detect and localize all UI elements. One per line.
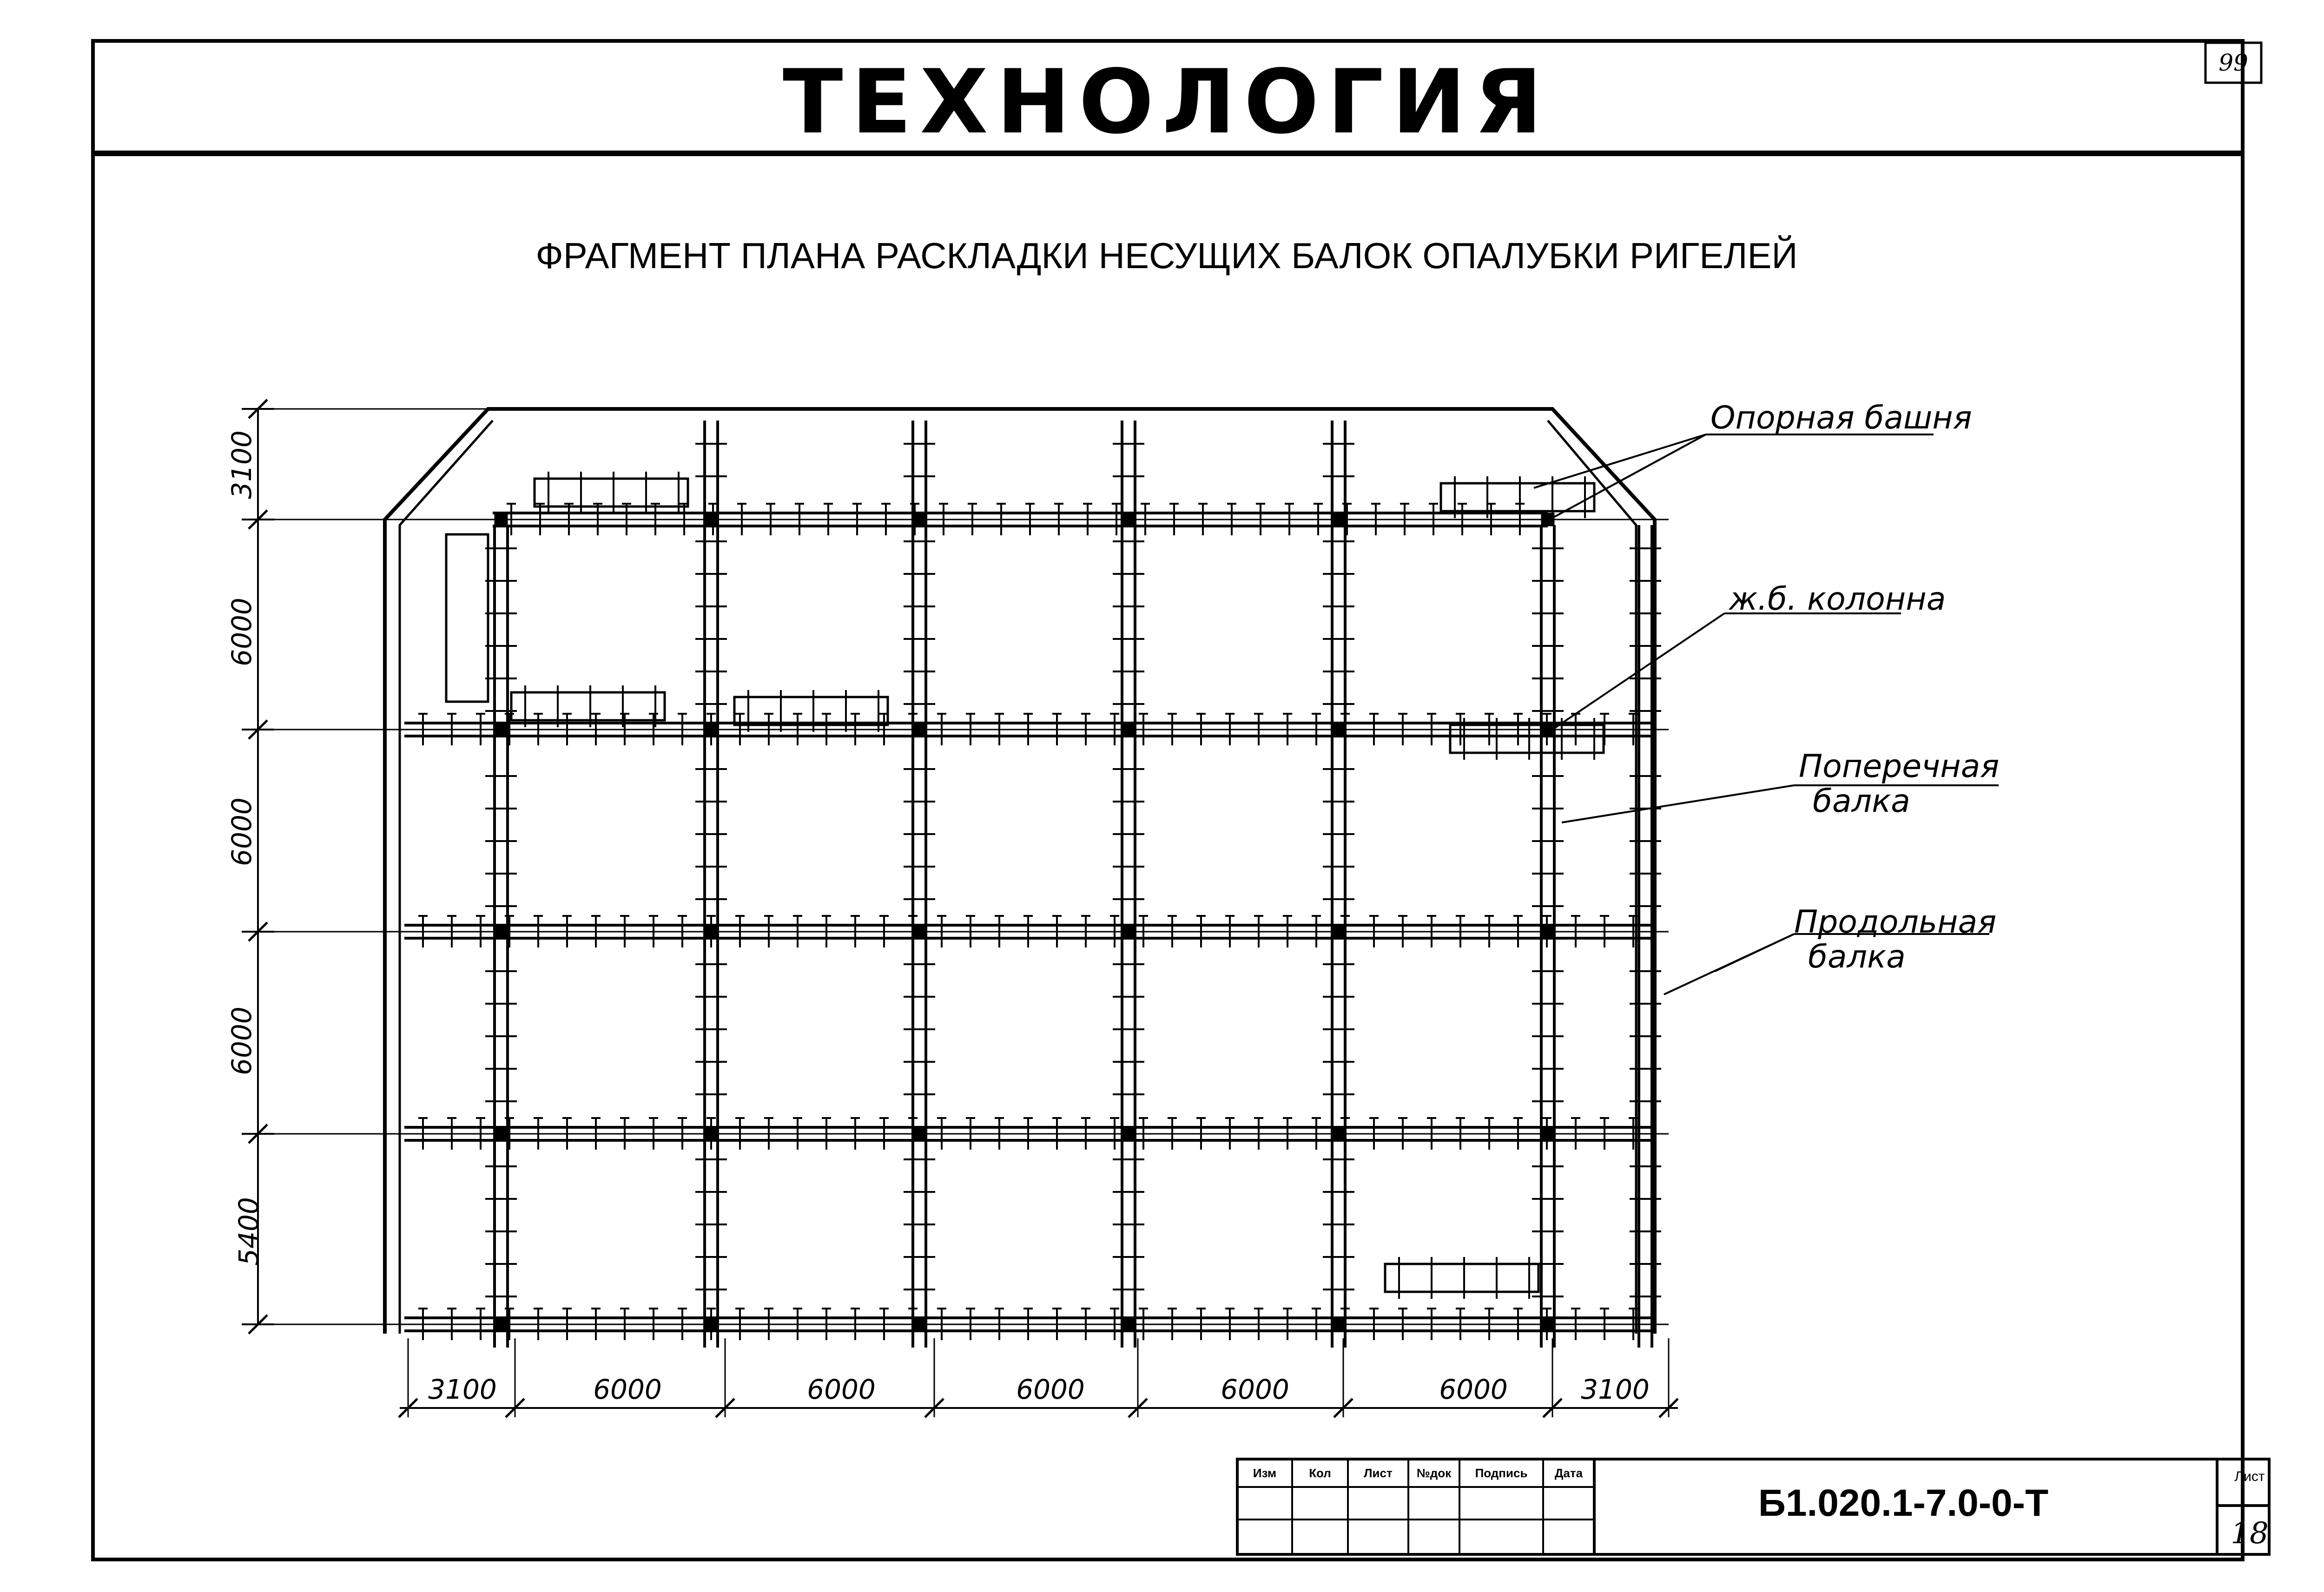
dimension-slash xyxy=(1542,1398,1563,1418)
rc-column xyxy=(704,513,718,526)
dimension-slash xyxy=(1128,1398,1148,1418)
tb-col-date: Дата xyxy=(1554,1466,1583,1480)
dim-label-v: 3100 xyxy=(226,430,257,499)
rc-column xyxy=(1332,513,1346,526)
dim-label-h: 6000 xyxy=(1016,1374,1085,1405)
tb-sheet-label: Лист xyxy=(2234,1469,2265,1484)
rc-column xyxy=(1122,925,1136,939)
rc-column xyxy=(704,723,718,737)
dimension-slash xyxy=(1658,1398,1679,1418)
support-tower xyxy=(445,533,489,703)
support-tower xyxy=(1439,482,1596,513)
callout-transverse-beam-line2: балка xyxy=(1813,783,1910,820)
rc-column xyxy=(494,723,508,737)
callout-transverse-beam-line1: Поперечная xyxy=(1799,748,2000,785)
dimension-slash xyxy=(715,1398,735,1418)
callout-longitudinal-beam-line2: балка xyxy=(1808,939,1906,975)
rc-column xyxy=(704,925,718,939)
rc-column xyxy=(494,925,508,939)
sheet-number-box xyxy=(2204,41,2263,84)
rc-column xyxy=(494,1317,508,1331)
rc-column xyxy=(1541,925,1555,939)
rc-column xyxy=(912,925,926,939)
tb-col-kol: Кол xyxy=(1309,1466,1331,1480)
callout-leader xyxy=(1715,933,1795,972)
dim-label-h: 6000 xyxy=(593,1374,662,1405)
tb-col-list: Лист xyxy=(1364,1466,1393,1480)
rc-column xyxy=(912,513,926,526)
rc-column xyxy=(912,1317,926,1331)
dimension-slash xyxy=(248,719,268,740)
tb-col-signature: Подпись xyxy=(1475,1466,1528,1480)
title-block xyxy=(1236,1458,2271,1556)
rc-column xyxy=(494,1127,508,1141)
rc-column xyxy=(1332,1317,1346,1331)
dimension-slash xyxy=(505,1398,525,1418)
rc-column xyxy=(912,723,926,737)
support-tower xyxy=(1449,724,1605,754)
sheet-frame xyxy=(91,39,2245,1561)
dimension-slash xyxy=(398,1398,418,1418)
callout-rc-column: ж.б. колонна xyxy=(1729,581,1946,618)
dim-label-h: 6000 xyxy=(1221,1374,1289,1405)
rc-column xyxy=(1541,1127,1555,1141)
rc-column xyxy=(1332,723,1346,737)
dim-label-h: 3100 xyxy=(428,1374,497,1405)
rc-column xyxy=(1122,513,1136,526)
dimension-slash xyxy=(248,1314,268,1335)
rc-column xyxy=(494,513,508,526)
dimension-slash xyxy=(248,921,268,942)
rc-column xyxy=(1122,1317,1136,1331)
dim-label-v: 6000 xyxy=(226,1007,257,1075)
callout-longitudinal-beam-line1: Продольная xyxy=(1794,904,1997,941)
building-contour-inner xyxy=(398,420,494,1334)
dim-label-h: 3100 xyxy=(1581,1374,1650,1405)
dimension-slash xyxy=(248,1124,268,1144)
callout-support-tower: Опорная башня xyxy=(1710,400,1972,436)
dim-label-v: 5400 xyxy=(233,1197,264,1266)
support-tower xyxy=(510,691,666,722)
sheet-number: 99 xyxy=(2218,49,2248,76)
rc-column xyxy=(912,1127,926,1141)
dimension-slash xyxy=(248,399,268,419)
rc-column xyxy=(1332,925,1346,939)
drawing-title: ФРАГМЕНТ ПЛАНА РАСКЛАДКИ НЕСУЩИХ БАЛОК О… xyxy=(535,235,1798,276)
callout-leader xyxy=(1552,612,1725,730)
rc-column xyxy=(1332,1127,1346,1141)
dimension-slash xyxy=(248,509,268,530)
callout-leader xyxy=(1561,784,1795,823)
dimension-slash xyxy=(1333,1398,1353,1418)
document-code: Б1.020.1-7.0-0-Т xyxy=(1758,1482,2049,1524)
tb-col-doc: №док xyxy=(1416,1466,1452,1480)
dim-label-h: 6000 xyxy=(807,1374,876,1405)
support-tower xyxy=(733,696,889,726)
dim-label-h: 6000 xyxy=(1439,1374,1508,1405)
callout-leader xyxy=(1598,434,1706,493)
formwork-plan xyxy=(242,399,1999,1418)
rc-column xyxy=(1541,1317,1555,1331)
building-contour-inner xyxy=(1547,420,1637,1334)
rc-column xyxy=(1122,723,1136,737)
dimension-slash xyxy=(924,1398,944,1418)
rc-column xyxy=(1122,1127,1136,1141)
tb-col-izm: Изм xyxy=(1253,1466,1277,1480)
page-title: ТЕХНОЛОГИЯ xyxy=(782,51,1551,153)
dim-label-v: 6000 xyxy=(226,797,257,866)
tb-sheet-value: 18 xyxy=(2231,1516,2269,1551)
rc-column xyxy=(704,1127,718,1141)
building-contour xyxy=(383,407,1657,1334)
support-tower xyxy=(533,477,689,508)
rc-column xyxy=(704,1317,718,1331)
dim-label-v: 6000 xyxy=(226,598,257,666)
support-tower xyxy=(1384,1263,1540,1293)
callout-leader xyxy=(1533,434,1706,489)
